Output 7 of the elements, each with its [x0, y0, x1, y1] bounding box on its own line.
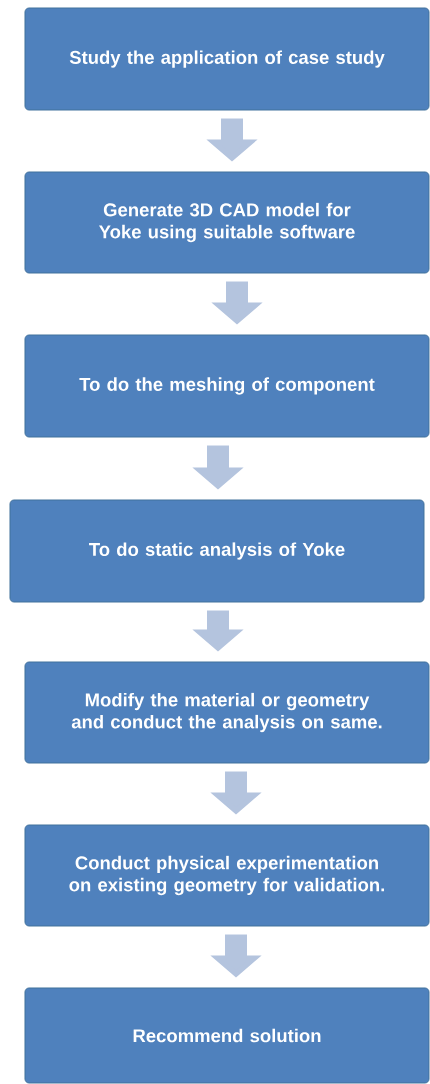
process-box: To do static analysis of Yoke — [9, 499, 425, 603]
process-box: Study the application of case study — [24, 7, 430, 111]
process-box: Recommend solution — [24, 987, 430, 1084]
process-box: To do the meshing of component — [24, 334, 430, 438]
process-box: Conduct physical experimentation on existing geometry for validation. — [24, 824, 430, 927]
process-box: Modify the material or geometry and conduct the analysis on same. — [24, 661, 430, 764]
process-box: Generate 3D CAD model for Yoke using suitable software — [24, 171, 430, 274]
